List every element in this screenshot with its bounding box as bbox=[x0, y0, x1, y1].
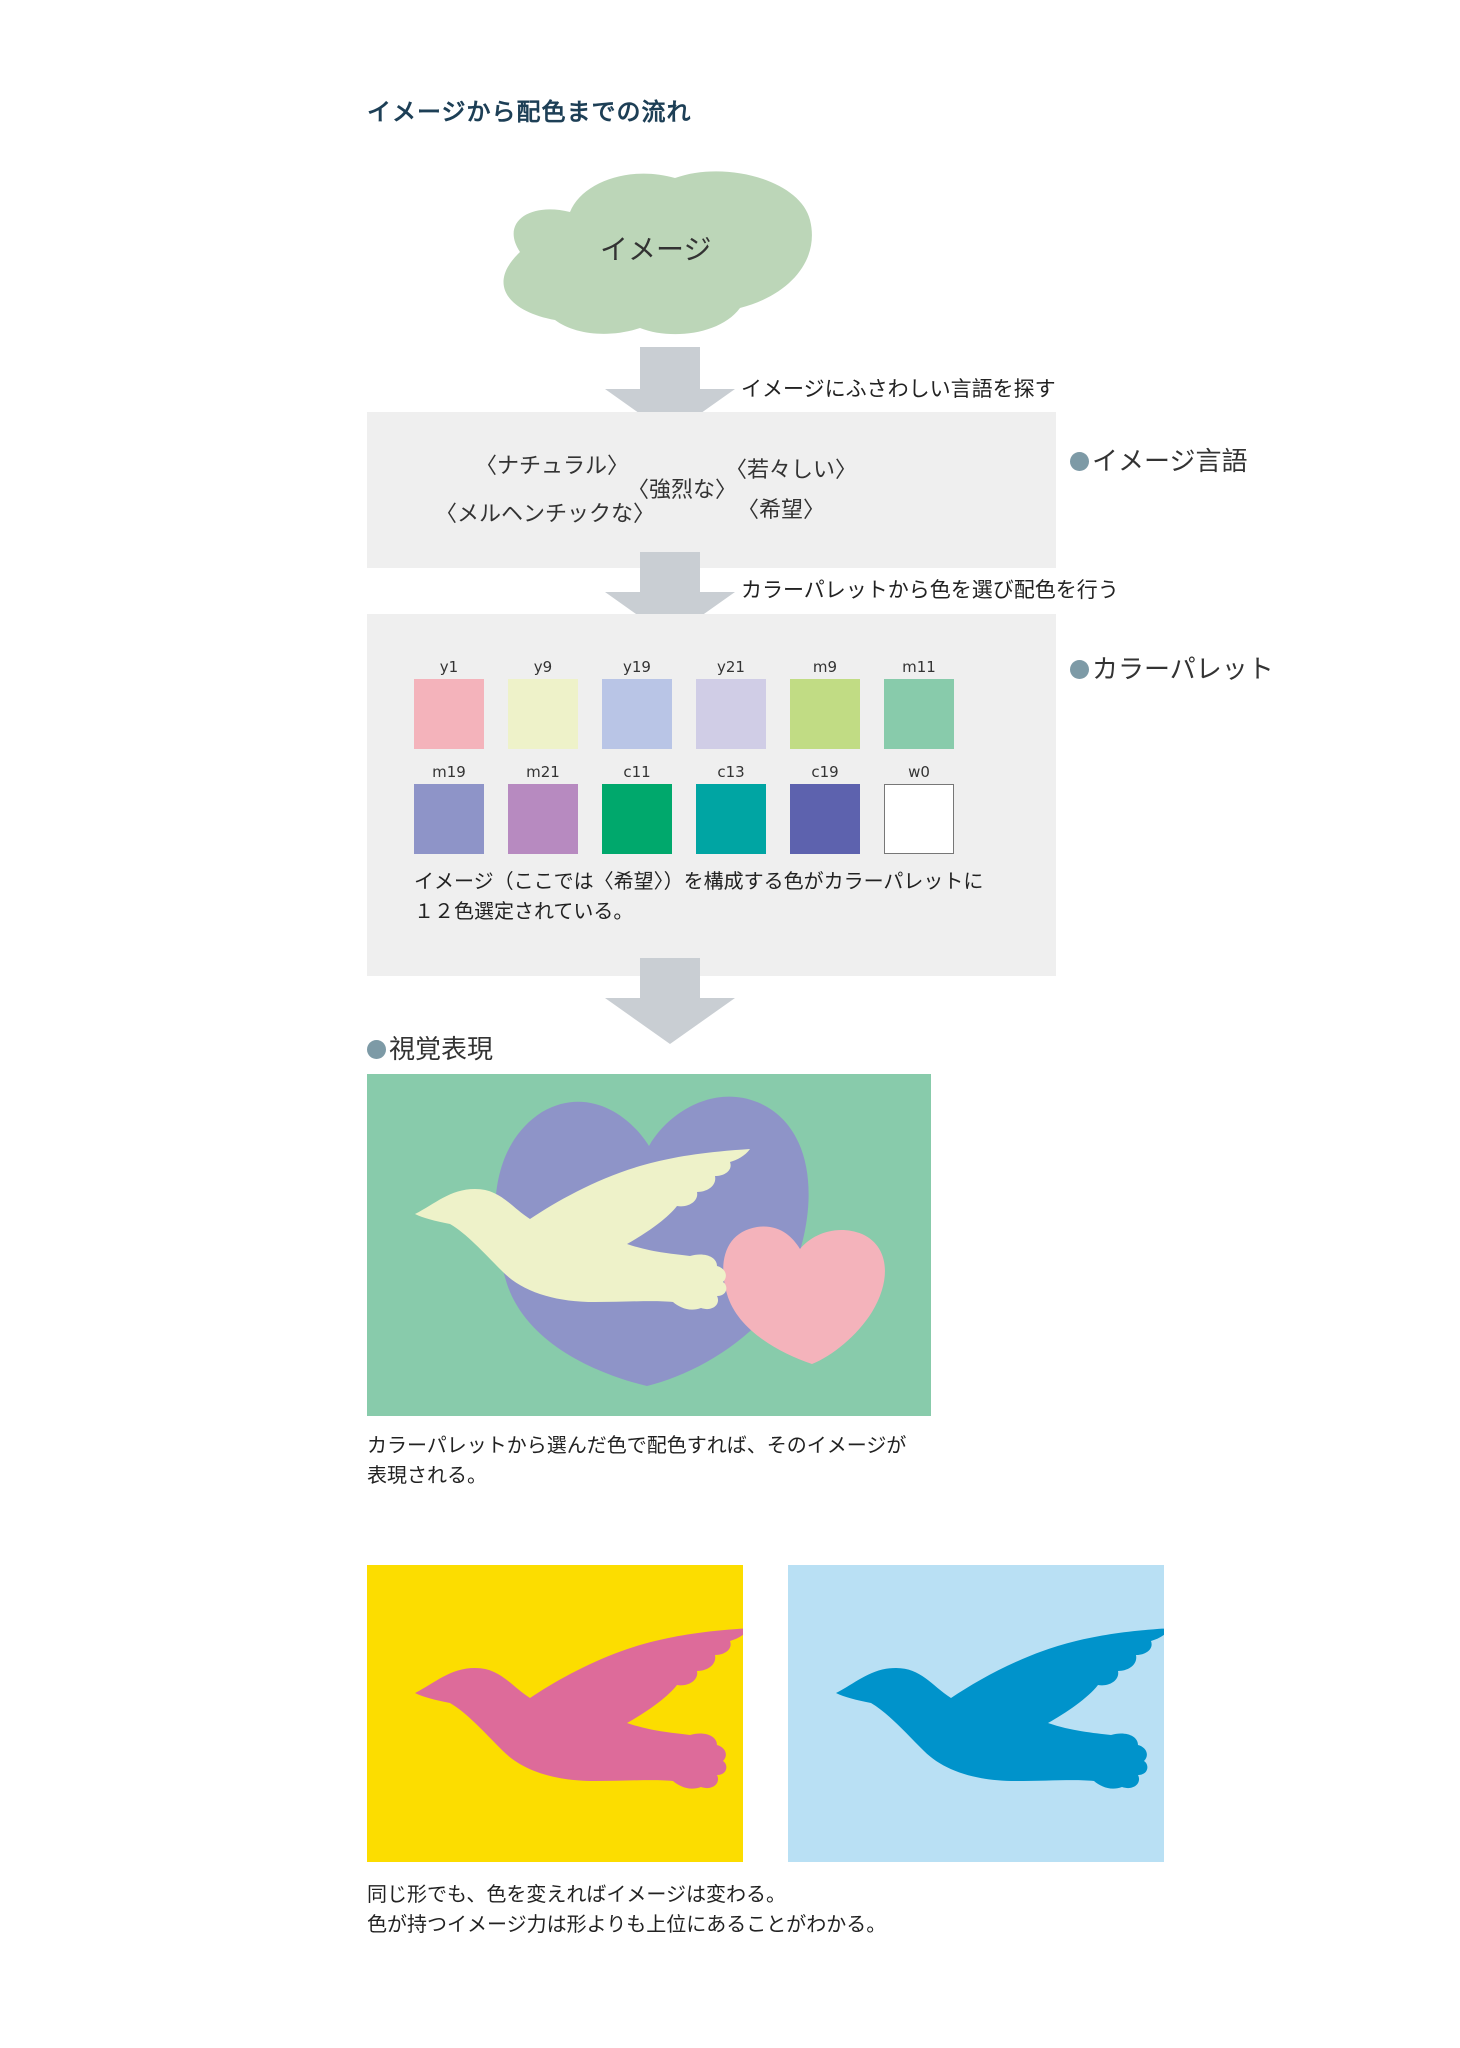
color-swatch bbox=[602, 784, 672, 854]
step-text-find-words: イメージにふさわしい言語を探す bbox=[741, 377, 1056, 401]
down-arrow-icon bbox=[605, 958, 735, 1044]
image-word: 〈希望〉 bbox=[737, 498, 826, 523]
swatch-code: m19 bbox=[432, 763, 466, 781]
visual-expression bbox=[367, 1074, 931, 1416]
swatch-code: m9 bbox=[812, 658, 838, 676]
color-swatch bbox=[884, 784, 954, 854]
small-heart-icon bbox=[723, 1226, 885, 1364]
bottom-note-line: 同じ形でも、色を変えればイメージは変わる。 bbox=[367, 1882, 786, 1906]
palette-panel: y1 y9 y19 y21 m9 m11 m19 m21 c11 c13 c19 w0 イメージ（ここ… bbox=[367, 614, 1056, 976]
image-words-label: イメージ言語 bbox=[1070, 441, 1247, 478]
swatch-code: y1 bbox=[439, 658, 459, 676]
swatch-code: m11 bbox=[902, 658, 936, 676]
color-swatch bbox=[602, 679, 672, 749]
color-swatch bbox=[508, 679, 578, 749]
image-words-panel: 〈ナチュラル〉 〈強烈な〉 〈若々しい〉 〈メルヘンチックな〉 〈希望〉 bbox=[367, 412, 1056, 568]
big-heart-icon bbox=[495, 1096, 809, 1386]
palette-note-line: １２色選定されている。 bbox=[414, 899, 634, 923]
swatch-code: c19 bbox=[811, 763, 839, 781]
swatch-code: y21 bbox=[717, 658, 745, 676]
color-swatch bbox=[696, 679, 766, 749]
swatch-code: y9 bbox=[533, 658, 553, 676]
swatch-code: w0 bbox=[908, 763, 930, 781]
swatch-code: y19 bbox=[623, 658, 651, 676]
down-arrow-icon bbox=[605, 552, 735, 638]
image-cloud bbox=[503, 171, 812, 335]
variant-blue bbox=[788, 1565, 1164, 1862]
color-swatch bbox=[414, 679, 484, 749]
visual-note-line: カラーパレットから選んだ色で配色すれば、そのイメージが bbox=[367, 1433, 907, 1457]
color-swatch bbox=[884, 679, 954, 749]
cloud-label: イメージ bbox=[600, 233, 712, 266]
variant-yellow bbox=[367, 1565, 743, 1862]
swatch-code: c13 bbox=[717, 763, 745, 781]
bullet-icon bbox=[1070, 452, 1089, 471]
visual-note-line: 表現される。 bbox=[367, 1463, 487, 1487]
step-text-choose-colors: カラーパレットから色を選び配色を行う bbox=[741, 578, 1119, 602]
down-arrow-icon bbox=[605, 347, 735, 435]
bullet-icon bbox=[1070, 660, 1089, 679]
color-swatch bbox=[790, 679, 860, 749]
visual-label: 視覚表現 bbox=[367, 1029, 493, 1066]
color-swatch bbox=[508, 784, 578, 854]
swatch-code: c11 bbox=[623, 763, 651, 781]
color-swatch bbox=[790, 784, 860, 854]
color-swatch bbox=[696, 784, 766, 854]
palette-note-line: イメージ（ここでは〈希望〉）を構成する色がカラーパレットに bbox=[414, 869, 984, 893]
image-word: 〈メルヘンチックな〉 bbox=[435, 502, 656, 527]
page-title: イメージから配色までの流れ bbox=[367, 98, 692, 126]
color-swatch bbox=[414, 784, 484, 854]
image-word: 〈ナチュラル〉 bbox=[475, 454, 630, 479]
palette-label: カラーパレット bbox=[1070, 649, 1274, 686]
image-word: 〈若々しい〉 bbox=[725, 458, 858, 483]
image-word: 〈強烈な〉 bbox=[627, 478, 738, 503]
swatch-code: m21 bbox=[526, 763, 560, 781]
bullet-icon bbox=[367, 1040, 386, 1059]
bottom-note-line: 色が持つイメージ力は形よりも上位にあることがわかる。 bbox=[367, 1912, 887, 1936]
